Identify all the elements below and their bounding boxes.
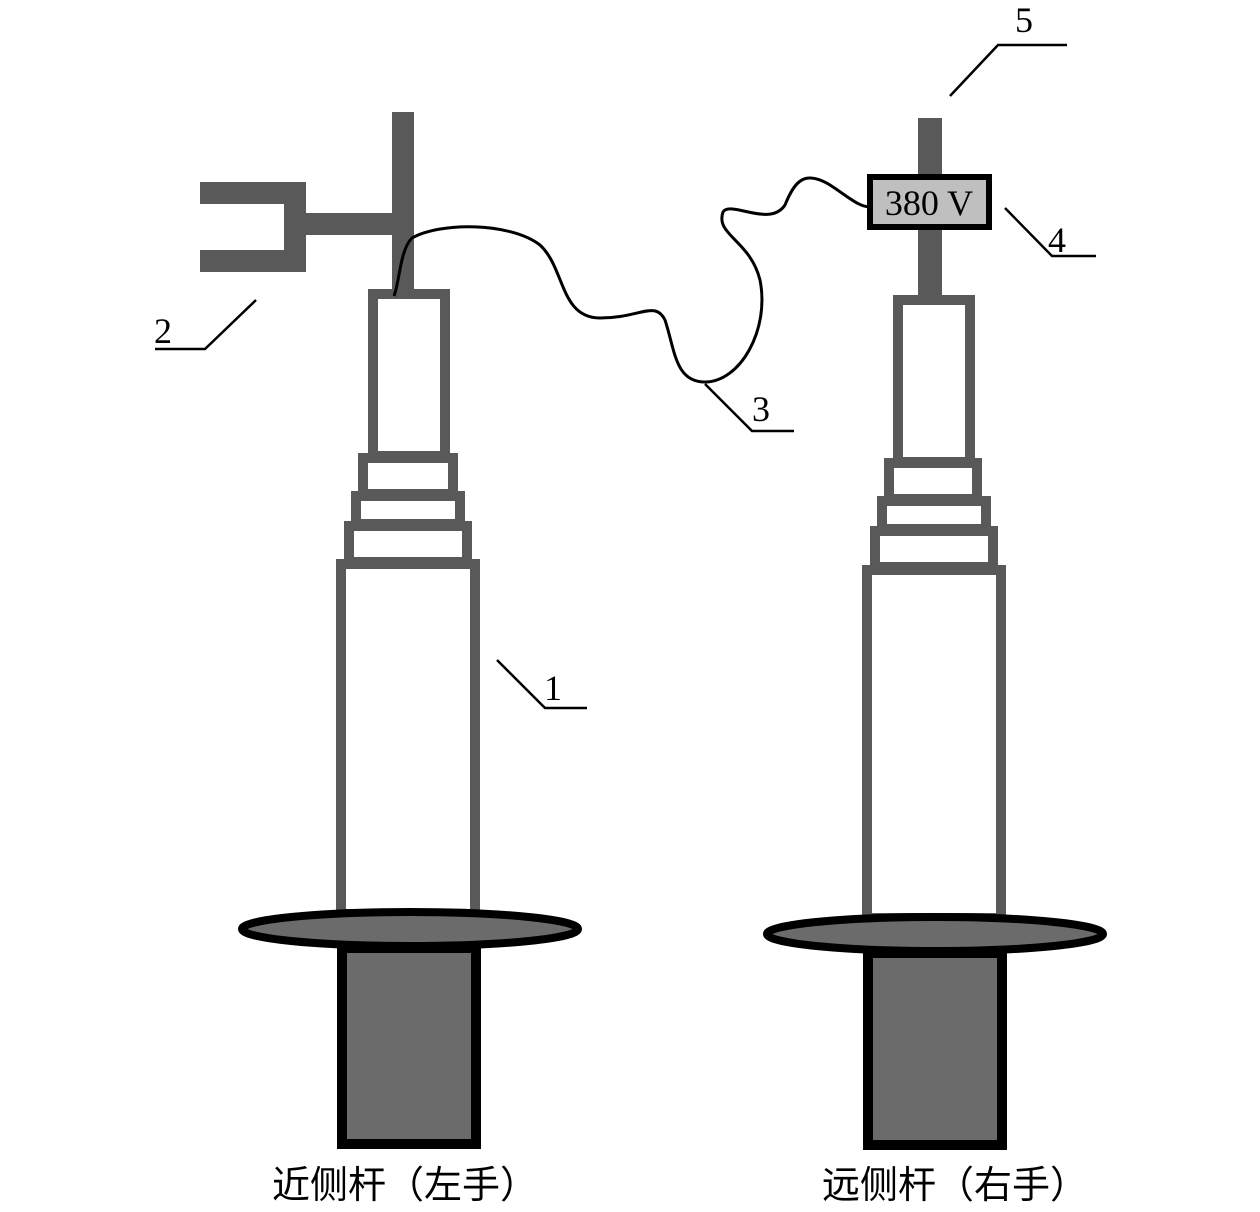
- left-rod: [200, 112, 582, 1149]
- right-rod-guard: [763, 913, 1107, 955]
- left-rod-stem: [392, 112, 414, 292]
- left-rod-caption: 近侧杆（左手）: [272, 1163, 538, 1207]
- leader-label-3: 3: [704, 383, 794, 433]
- right-rod-collar-3: [870, 526, 998, 572]
- right-rod-handle: [863, 948, 1007, 1150]
- left-rod-body: [336, 559, 480, 919]
- right-rod: 380 V: [763, 118, 1107, 1150]
- left-rod-guard: [238, 908, 582, 950]
- leader-label-1: 1: [496, 659, 587, 710]
- voltage-meter: [867, 174, 992, 230]
- left-rod-collar-1: [358, 453, 458, 499]
- right-rod-collar-1: [884, 458, 982, 504]
- left-rod-handle: [337, 943, 481, 1149]
- left-rod-top-section: [368, 289, 450, 461]
- label-3: 3: [752, 389, 770, 429]
- label-2: 2: [154, 311, 172, 351]
- right-rod-body: [862, 565, 1006, 923]
- leader-label-5: 5: [949, 0, 1067, 97]
- voltage-meter-reading: 380 V: [885, 183, 973, 223]
- hook-electrode: [200, 182, 394, 272]
- label-4: 4: [1048, 220, 1066, 260]
- leader-label-4: 4: [1004, 207, 1096, 260]
- label-1: 1: [544, 668, 562, 708]
- right-rod-top-section: [893, 295, 975, 467]
- label-5: 5: [1015, 0, 1033, 40]
- left-rod-collar-2: [351, 491, 465, 529]
- right-rod-caption: 远侧杆（右手）: [822, 1163, 1088, 1207]
- left-rod-collar-3: [344, 521, 472, 567]
- right-rod-collar-2: [877, 496, 991, 534]
- connecting-wire: [392, 176, 873, 384]
- leader-label-2: 2: [154, 299, 257, 351]
